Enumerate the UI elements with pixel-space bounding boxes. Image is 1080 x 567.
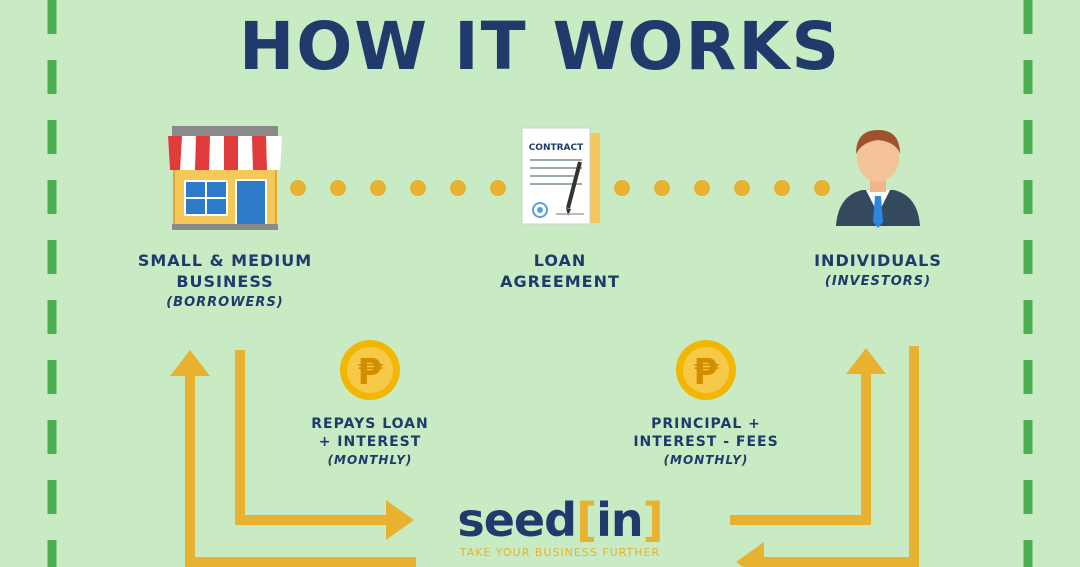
peso-symbol-right: ₱ (693, 352, 719, 393)
repay-line1: REPAYS LOAN (311, 416, 429, 432)
peso-symbol-left: ₱ (357, 352, 383, 393)
repay-arrow-head (386, 500, 414, 540)
investor-person-icon (836, 130, 920, 228)
agreement-label-line2: AGREEMENT (500, 272, 620, 291)
payout-arrow (730, 370, 871, 525)
brand-word: seed (457, 493, 577, 547)
connector-dots-right (614, 180, 830, 196)
peso-coin-icon-right: ₱ (676, 340, 736, 400)
payout-flow-label: PRINCIPAL + INTEREST - FEES (MONTHLY) (608, 415, 804, 469)
borrower-label-line2: BUSINESS (176, 272, 274, 291)
repay-period: (MONTHLY) (327, 453, 413, 467)
borrower-label: SMALL & MEDIUM BUSINESS (BORROWERS) (110, 250, 340, 313)
brand-tagline: TAKE YOUR BUSINESS FURTHER (459, 546, 661, 559)
payout-arrow-head (846, 348, 886, 374)
brand-bracket-inner: in (596, 493, 644, 547)
page-title: HOW IT WORKS (238, 8, 842, 85)
investment-arrow-head (736, 542, 764, 567)
investor-label-line1: INDIVIDUALS (814, 251, 942, 270)
brand-bracket-open: [ (576, 493, 597, 547)
investor-role: (INVESTORS) (824, 274, 932, 289)
brand-bracket-close: ] (642, 493, 664, 547)
brand-name: seed[in] (440, 496, 680, 544)
agreement-label-line1: LOAN (533, 251, 587, 270)
payout-line1: PRINCIPAL + (651, 416, 761, 432)
payout-period: (MONTHLY) (663, 453, 749, 467)
funds-to-borrower-arrow (185, 372, 416, 567)
repay-arrow (235, 350, 390, 525)
repay-line2: + INTEREST (318, 434, 422, 450)
peso-coin-icon-left: ₱ (340, 340, 400, 400)
investment-arrow (760, 346, 919, 567)
funds-to-borrower-arrow-head (170, 350, 210, 376)
repay-flow-label: REPAYS LOAN + INTEREST (MONTHLY) (280, 415, 460, 469)
investor-label: INDIVIDUALS (INVESTORS) (778, 250, 978, 292)
contract-document-icon: CONTRACT (521, 127, 600, 225)
storefront-icon (168, 126, 282, 230)
borrower-role: (BORROWERS) (166, 295, 284, 310)
payout-line2: INTEREST - FEES (633, 434, 779, 450)
connector-dots-left (290, 180, 506, 196)
borrower-label-line1: SMALL & MEDIUM (137, 251, 313, 270)
agreement-label: LOAN AGREEMENT (460, 250, 660, 292)
contract-heading: CONTRACT (529, 143, 584, 153)
seedin-logo: seed[in] TAKE YOUR BUSINESS FURTHER (440, 496, 680, 559)
